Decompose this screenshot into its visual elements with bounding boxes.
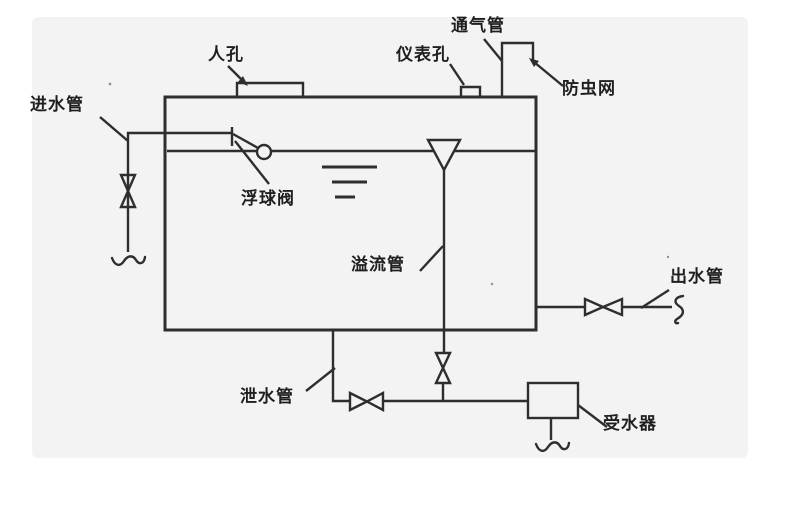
leader-insect-screen bbox=[533, 61, 564, 87]
leader-water-receiver bbox=[577, 404, 608, 428]
inlet-pipe-line bbox=[126, 131, 232, 252]
leader-drain-pipe bbox=[305, 367, 336, 392]
leader-vent-pipe bbox=[483, 38, 503, 62]
valve-triangle bbox=[434, 351, 452, 371]
arrowhead-insect-screen bbox=[529, 58, 539, 67]
leader-instrument-hole bbox=[449, 63, 465, 86]
gate-valve-inlet bbox=[119, 173, 137, 209]
speckle bbox=[490, 282, 494, 286]
leader-outlet-pipe bbox=[640, 288, 670, 310]
overflow-funnel bbox=[426, 138, 462, 173]
valve-triangle bbox=[434, 365, 452, 385]
valve-triangle bbox=[583, 297, 606, 317]
pipe-break-inlet bbox=[110, 255, 147, 266]
label-float-valve: 浮球阀 bbox=[241, 189, 295, 208]
pipe-break-receiver bbox=[534, 441, 571, 452]
valve-triangle bbox=[348, 391, 370, 412]
float-ball-valve bbox=[230, 127, 273, 161]
valve-triangle bbox=[364, 391, 385, 412]
label-insect-screen: 防虫网 bbox=[562, 79, 616, 98]
manhole-cover bbox=[235, 81, 305, 97]
speckle bbox=[108, 82, 112, 86]
gate-valve-overflow bbox=[434, 351, 452, 385]
pipe-break-outlet bbox=[674, 294, 685, 325]
water-surface-marks bbox=[322, 165, 377, 199]
label-drain-pipe: 泄水管 bbox=[240, 387, 294, 406]
valve-triangle bbox=[599, 297, 624, 317]
valve-triangle bbox=[119, 188, 137, 209]
label-water-receiver: 受水器 bbox=[603, 414, 657, 433]
scan-background-panel bbox=[32, 17, 748, 458]
float-ball bbox=[255, 143, 273, 161]
float-lever bbox=[232, 132, 259, 150]
drain-pipe-line bbox=[331, 330, 350, 403]
label-instrument-hole: 仪表孔 bbox=[396, 45, 450, 64]
storage-tank bbox=[163, 95, 538, 332]
scan-speckles bbox=[108, 82, 670, 286]
gate-valve-outlet bbox=[583, 297, 624, 317]
leader-overflow-pipe bbox=[419, 245, 444, 272]
label-inlet-pipe: 进水管 bbox=[30, 95, 84, 114]
label-overflow-pipe: 溢流管 bbox=[351, 255, 405, 274]
vent-gooseneck bbox=[500, 41, 535, 97]
instrument-hole-cover bbox=[459, 85, 482, 97]
valve-triangle bbox=[119, 173, 137, 194]
label-vent-pipe: 通气管 bbox=[451, 16, 505, 35]
label-outlet-pipe: 出水管 bbox=[670, 267, 724, 286]
leader-float-valve bbox=[234, 140, 270, 185]
speckle bbox=[666, 255, 670, 259]
arrowhead-manhole bbox=[238, 76, 248, 86]
water-receiver-box bbox=[526, 381, 580, 420]
leader-inlet-pipe bbox=[99, 116, 129, 142]
label-manhole: 人孔 bbox=[208, 45, 244, 64]
gate-valve-drain bbox=[348, 391, 385, 412]
